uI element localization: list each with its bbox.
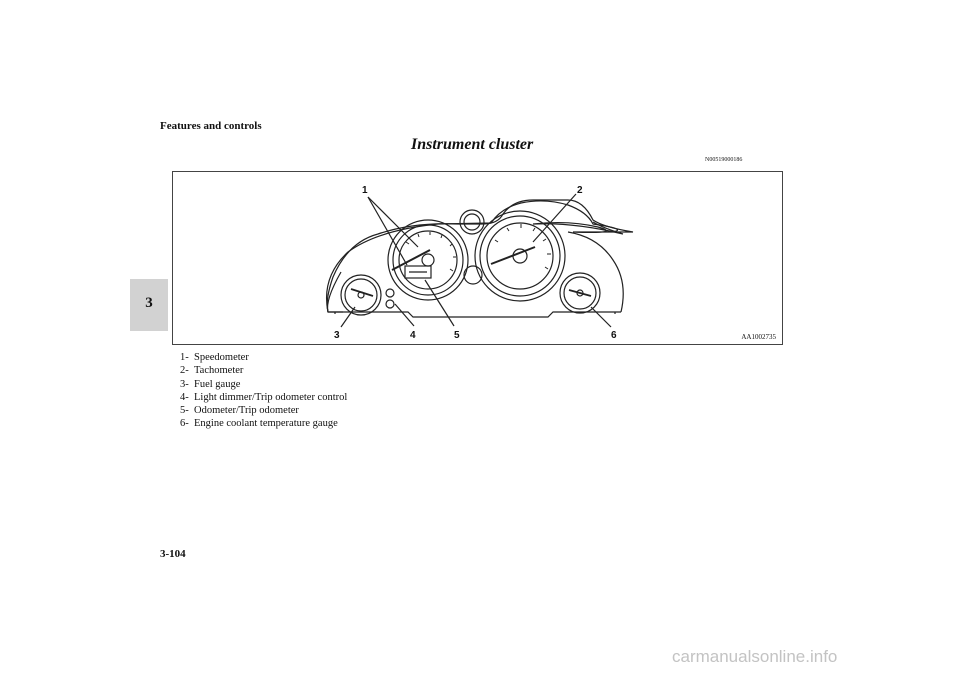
legend-list: 1-Speedometer 2-Tachometer 3-Fuel gauge … <box>180 351 347 431</box>
legend-item: 5-Odometer/Trip odometer <box>180 405 299 417</box>
cluster-housing <box>326 199 634 313</box>
page-title: Instrument cluster <box>411 136 534 153</box>
callout-4: 4 <box>410 330 416 341</box>
chapter-tab-number: 3 <box>145 295 153 311</box>
legend-item: 1-Speedometer <box>180 352 249 363</box>
instrument-cluster-illustration: 1 2 3 4 5 6 <box>325 185 634 341</box>
callout-1: 1 <box>362 185 368 196</box>
callout-5: 5 <box>454 330 460 341</box>
chapter-tab: 3 <box>130 279 168 331</box>
reference-code: N00519000186 <box>705 157 743 163</box>
page-number: 3-104 <box>160 548 186 560</box>
cluster-outline <box>325 200 618 313</box>
legend-item: 2-Tachometer <box>180 365 244 377</box>
legend-item: 4-Light dimmer/Trip odometer control <box>180 391 348 403</box>
instrument-cluster-figure: 1 2 3 4 5 6 AA1002735 <box>172 171 783 345</box>
legend-item: 6-Engine coolant temperature gauge <box>180 418 338 430</box>
section-header: Features and controls <box>160 120 262 132</box>
watermark: carmanualsonline.info <box>672 647 838 666</box>
legend-item: 3-Fuel gauge <box>180 378 241 390</box>
callout-2: 2 <box>577 185 583 196</box>
callout-3: 3 <box>334 330 340 341</box>
figure-code: AA1002735 <box>741 333 776 341</box>
callout-6: 6 <box>611 330 617 341</box>
